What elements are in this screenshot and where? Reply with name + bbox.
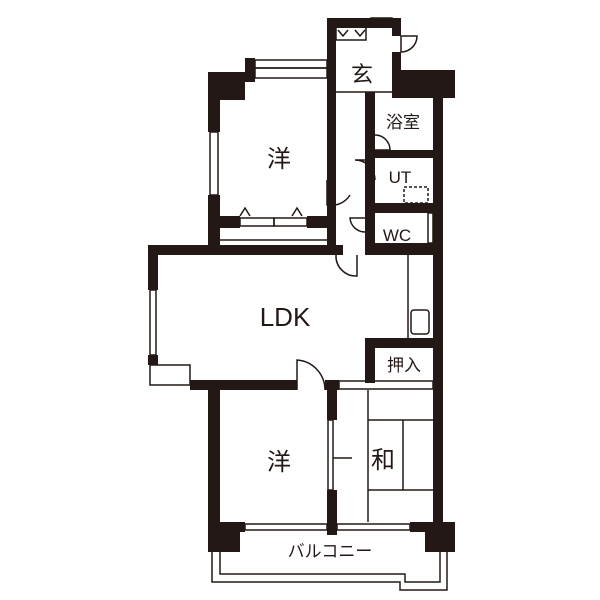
walls bbox=[148, 18, 455, 552]
room-labels: 玄 浴室 UT WC 洋 LDK 押入 洋 和 バルコニー bbox=[260, 62, 421, 561]
label-bathroom: 浴室 bbox=[386, 113, 420, 132]
label-western-room-upper: 洋 bbox=[267, 146, 291, 173]
label-entrance: 玄 bbox=[351, 62, 373, 87]
label-toilet: WC bbox=[383, 226, 411, 245]
label-japanese-room: 和 bbox=[371, 447, 395, 474]
label-balcony: バルコニー bbox=[288, 542, 373, 561]
fixtures bbox=[149, 17, 448, 591]
label-closet: 押入 bbox=[387, 356, 421, 375]
label-western-room-lower: 洋 bbox=[267, 449, 291, 476]
label-ldk: LDK bbox=[260, 302, 311, 332]
label-utility: UT bbox=[389, 168, 412, 187]
